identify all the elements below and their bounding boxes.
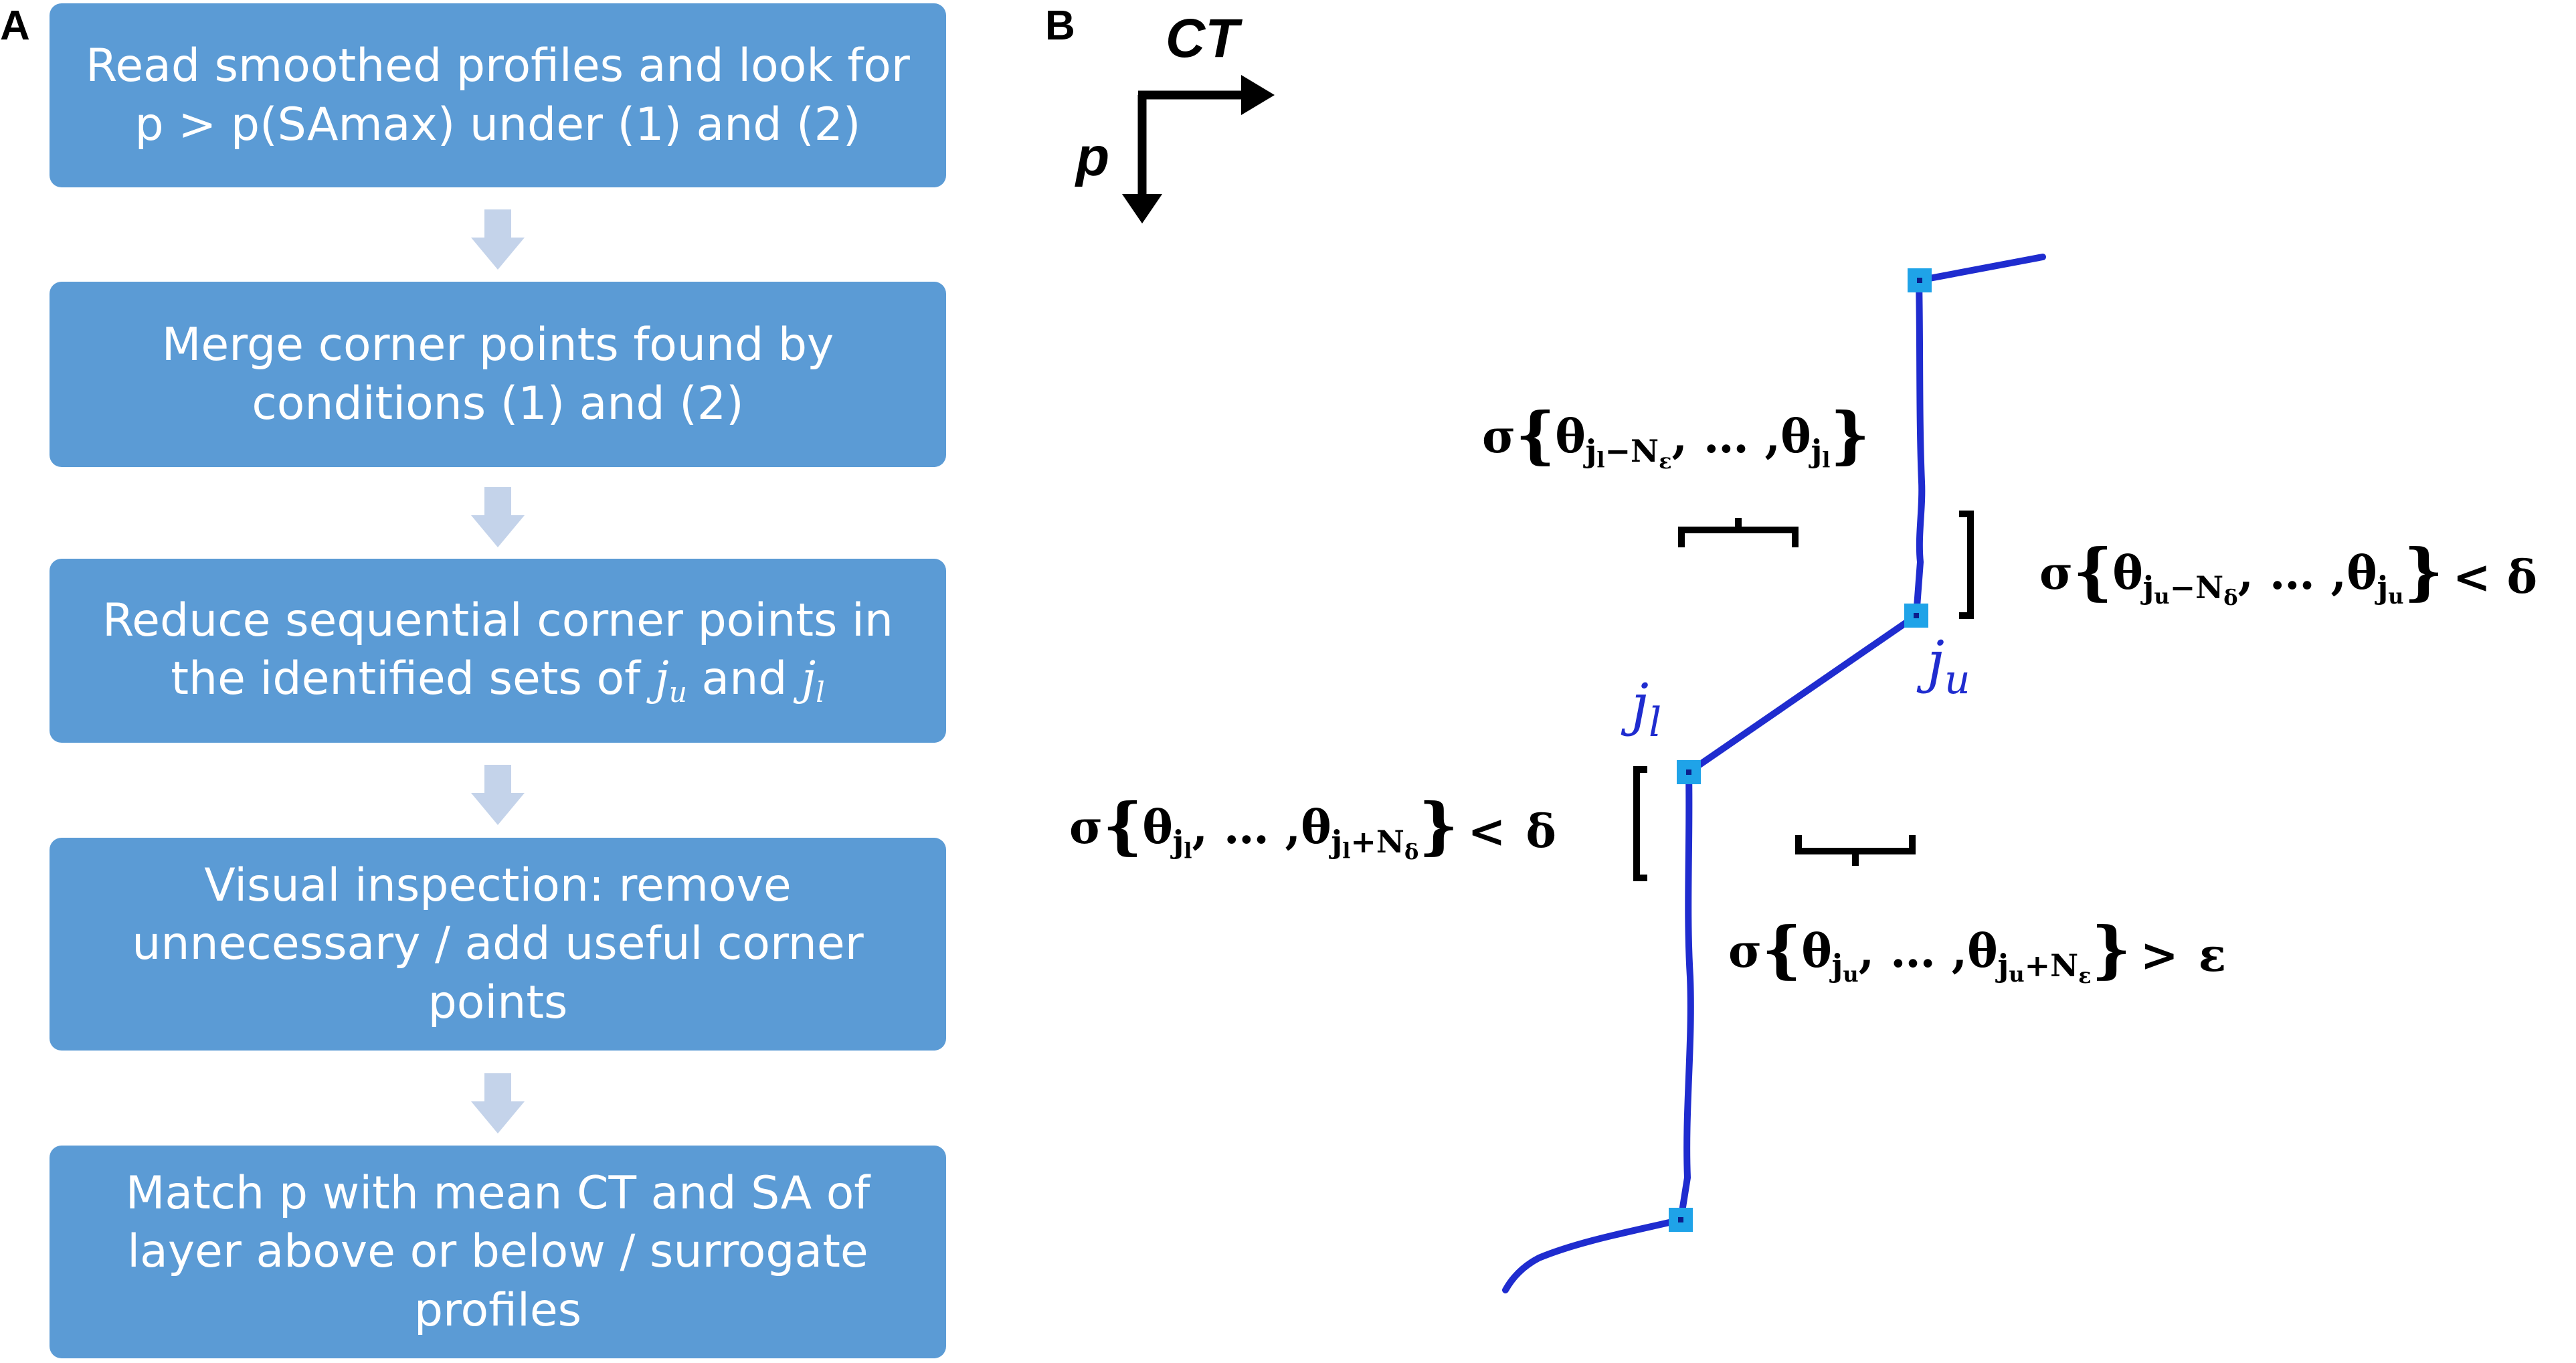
flow-arrow-1: [471, 209, 525, 270]
flow-step-3-line-2: the identified sets of ju and jl: [171, 652, 825, 709]
flow-step-reduce-corners: Reduce sequential corner points in the i…: [50, 559, 946, 743]
flow-step-5-line-2: layer above or below / surrogate: [127, 1225, 868, 1279]
p-axis-label: p: [1075, 126, 1109, 187]
flow-step-2-line-2: conditions (1) and (2): [252, 377, 744, 430]
point-label-ju: ju: [1916, 629, 1970, 703]
flow-step-merge-corners: Merge corner points found by conditions …: [50, 282, 946, 467]
flow-step-visual-inspection: Visual inspection: remove unnecessary / …: [50, 838, 946, 1051]
flow-arrow-2: [471, 487, 525, 547]
brace-top-left: [1678, 518, 1799, 547]
flow-step-read-profiles: Read smoothed profiles and look for p > …: [50, 3, 946, 187]
flow-step-1-line-1: Read smoothed profiles and look for: [86, 39, 910, 93]
flow-step-match-p: Match p with mean CT and SA of layer abo…: [50, 1146, 946, 1358]
flow-step-4-line-1: Visual inspection: remove: [204, 859, 792, 913]
profile-line: [1502, 254, 2046, 1293]
svg-text:σ{θju, … ,θju+Nε}>ε: σ{θju, … ,θju+Nε}>ε: [1728, 913, 2226, 988]
expr-top-left: σ{θjl−Nε, … ,θjl}: [1482, 399, 1870, 474]
flow-step-3-line-1: Reduce sequential corner points in: [102, 594, 894, 647]
flow-arrow-3: [471, 765, 525, 825]
flow-step-4-line-2: unnecessary / add useful corner: [132, 917, 864, 971]
panel-label-b: B: [1045, 3, 1075, 49]
flow-step-1-line-2: p > p(SAmax) under (1) and (2): [134, 98, 861, 151]
p-axis-arrowhead: [1122, 194, 1162, 223]
svg-text:σ{θju−Nδ, … ,θju}<δ: σ{θju−Nδ, … ,θju}<δ: [2039, 535, 2537, 610]
expr-mid-left: σ{θjl, … ,θjl+Nδ}<δ: [1069, 790, 1556, 865]
point-label-jl: jl: [1621, 672, 1661, 746]
bracket-top-right: [1959, 511, 1974, 619]
svg-text:σ{θjl, … ,θjl+Nδ}<δ: σ{θjl, … ,θjl+Nδ}<δ: [1069, 790, 1556, 865]
expr-bottom-right: σ{θju, … ,θju+Nε}>ε: [1728, 913, 2226, 988]
corner-point-ju: [1904, 604, 1928, 628]
brace-bottom-right: [1795, 835, 1916, 866]
ct-axis-label: CT: [1166, 8, 1243, 69]
flow-step-5-line-1: Match p with mean CT and SA of: [125, 1167, 870, 1220]
expr-top-right: σ{θju−Nδ, … ,θju}<δ: [2039, 535, 2537, 610]
flow-step-5-line-3: profiles: [413, 1283, 582, 1337]
flow-step-4-line-3: points: [428, 976, 568, 1029]
bracket-mid-left: [1633, 766, 1647, 881]
svg-text:σ{θjl−Nε, … ,θjl}: σ{θjl−Nε, … ,θjl}: [1482, 399, 1870, 474]
ct-axis-arrowhead: [1241, 75, 1275, 115]
corner-point-bottom: [1669, 1208, 1693, 1232]
panel-label-a: A: [0, 3, 30, 49]
flow-arrow-4: [471, 1073, 525, 1133]
flow-step-2-line-1: Merge corner points found by: [161, 319, 834, 372]
corner-point-jl: [1677, 760, 1701, 784]
axes-indicator: CT p: [1075, 8, 1275, 223]
corner-point-top: [1908, 268, 1932, 292]
